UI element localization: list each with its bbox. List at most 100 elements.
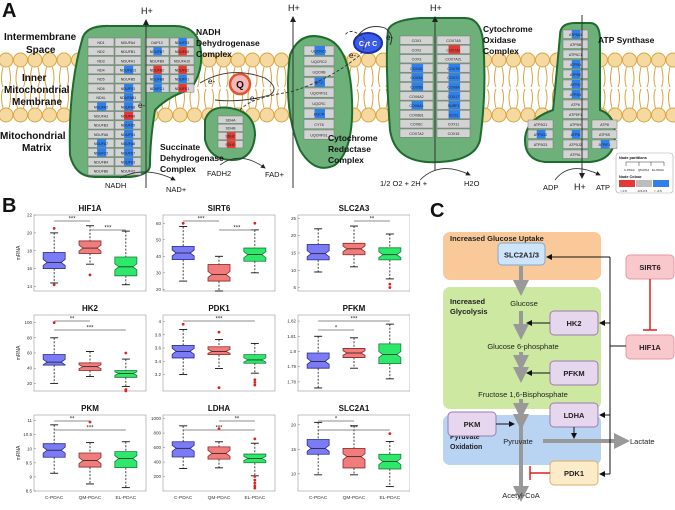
box-body <box>343 448 365 468</box>
gene-label: ATP5C1 <box>569 53 582 57</box>
complex-iii-label: Complex <box>328 155 364 165</box>
outlier-point <box>388 432 391 435</box>
gene-label: ATP5I <box>571 133 581 137</box>
lipid-head-top <box>275 53 289 67</box>
metabolite-acetylcoa: Acetyl-CoA <box>502 491 540 500</box>
box-body <box>208 447 230 459</box>
gene-label: NDUFA6 <box>94 133 108 137</box>
lipid-head-top <box>637 53 651 67</box>
complex-iv-gene: COX7C <box>437 73 470 81</box>
lipid-head-top <box>521 53 535 67</box>
y-tick-label: 1.79 <box>287 364 296 369</box>
gene-label: ATP5H <box>570 123 582 127</box>
outlier-point <box>253 479 256 482</box>
complex-i-gene: NDUFS1 <box>170 84 194 92</box>
gene-label: ATP5E <box>570 73 582 77</box>
gene-label: ATP5J2 <box>569 143 582 147</box>
gene-label: CYT8 <box>314 123 323 127</box>
gene-label: NDUFV1 <box>175 78 189 82</box>
complex-i-gene: NDUFA1 <box>115 56 141 64</box>
complex-i-gene: ND4 <box>88 66 114 74</box>
gene-label: ATP6 <box>571 103 580 107</box>
outlier-point <box>253 482 256 485</box>
gene-label: NDUFA5 <box>175 50 189 54</box>
complex-v-gene: ATP5E <box>563 70 588 79</box>
y-tick-label: 600 <box>153 445 161 450</box>
hif1a-label: HIF1A <box>639 343 661 352</box>
gene-label: COX2 <box>412 48 422 52</box>
gene-label: ATP5G1 <box>534 123 548 127</box>
complex-i-gene: NDUFS13 <box>115 66 141 74</box>
box-body <box>208 265 230 282</box>
y-tick-label: 16 <box>27 266 33 271</box>
y-tick-label: 11 <box>27 418 32 423</box>
gene-label: NDUFS3 <box>121 161 135 165</box>
gene-label: ATP5J <box>570 83 581 87</box>
boxplot-title: SLC2A3 <box>339 204 370 213</box>
lipid-head-bottom <box>507 108 521 122</box>
y-tick-label: 20 <box>27 381 33 386</box>
complex-iii-gene: UQCRFS1 <box>304 88 334 97</box>
gene-label: ATP5G2 <box>534 133 548 137</box>
y-tick-label: 200 <box>153 474 161 479</box>
complex-v-gene: ATP5H <box>563 120 588 129</box>
gene-label: NDUFB6 <box>94 170 108 174</box>
outlier-point <box>253 384 256 387</box>
lipid-head-bottom <box>637 108 651 122</box>
outlier-point <box>253 487 256 490</box>
box-body <box>379 248 401 260</box>
lipid-head-bottom <box>652 108 666 122</box>
legend-partitions-title: Node partitions <box>619 156 647 160</box>
boxplot-title: HK2 <box>82 304 99 313</box>
reaction-nadh: NADH <box>105 181 126 190</box>
y-tick-label: 80 <box>27 335 33 340</box>
complex-i-gene: NDUFC1 <box>145 84 169 92</box>
lipid-head-bottom <box>260 108 274 122</box>
hk2-label: HK2 <box>566 319 581 328</box>
gene-label: ATPIF1 <box>599 143 611 147</box>
gene-label: NDUFS8 <box>121 105 135 109</box>
gene-label: ND1 <box>97 41 104 45</box>
y-tick-label: 3.2 <box>155 372 162 377</box>
gene-label: NDUFA4 <box>121 41 135 45</box>
significance-label: ** <box>370 217 375 223</box>
region-label-space: Space <box>26 45 56 56</box>
gene-label: NDUFS4 <box>121 133 135 137</box>
y-tick-label: 30 <box>156 270 162 275</box>
legend-colour-title: Node Colour <box>619 175 642 179</box>
region-label-inner: Inner <box>22 73 47 84</box>
complex-i-gene: NDUFB3 <box>88 121 114 129</box>
y-tick-label: 4 <box>158 319 161 324</box>
complex-i-gene: DAP13 <box>145 38 169 46</box>
gene-label: SCO1 <box>449 113 459 117</box>
complex-i-gene: NDUFB4 <box>88 158 114 166</box>
y-tick-label: 10 <box>291 268 297 273</box>
complex-i-gene: NDUFS5 <box>115 121 141 129</box>
boxplot-grid: HIF1A1416182022mRNA******SIRT62030405060… <box>0 195 410 505</box>
gene-label: NDUFS1 <box>175 87 189 91</box>
complex-iv-gene: COX7A2 <box>400 129 433 137</box>
complex-i-gene: NDUFB7 <box>145 47 169 55</box>
gene-label: NDUFS2 <box>175 69 189 73</box>
x-tick-label: C-PDAC <box>174 495 193 501</box>
gene-label: COX17 <box>448 95 460 99</box>
pfkm-label: PFKM <box>563 369 584 378</box>
lipid-head-bottom <box>623 108 637 122</box>
gene-label: NDUFB8 <box>150 78 164 82</box>
gene-label: COX6C <box>410 123 423 127</box>
box-body <box>79 241 101 254</box>
lipid-tail <box>495 67 504 108</box>
y-tick-label: 3.6 <box>155 346 162 351</box>
significance-label: *** <box>215 317 223 323</box>
gene-label: COX6B1 <box>409 113 423 117</box>
complex-ii-gene: SDHA <box>218 116 243 123</box>
boxplot-title: HIF1A <box>78 204 101 213</box>
lipid-head-bottom <box>362 108 376 122</box>
complex-i-gene: NDUFC2 <box>88 148 114 156</box>
